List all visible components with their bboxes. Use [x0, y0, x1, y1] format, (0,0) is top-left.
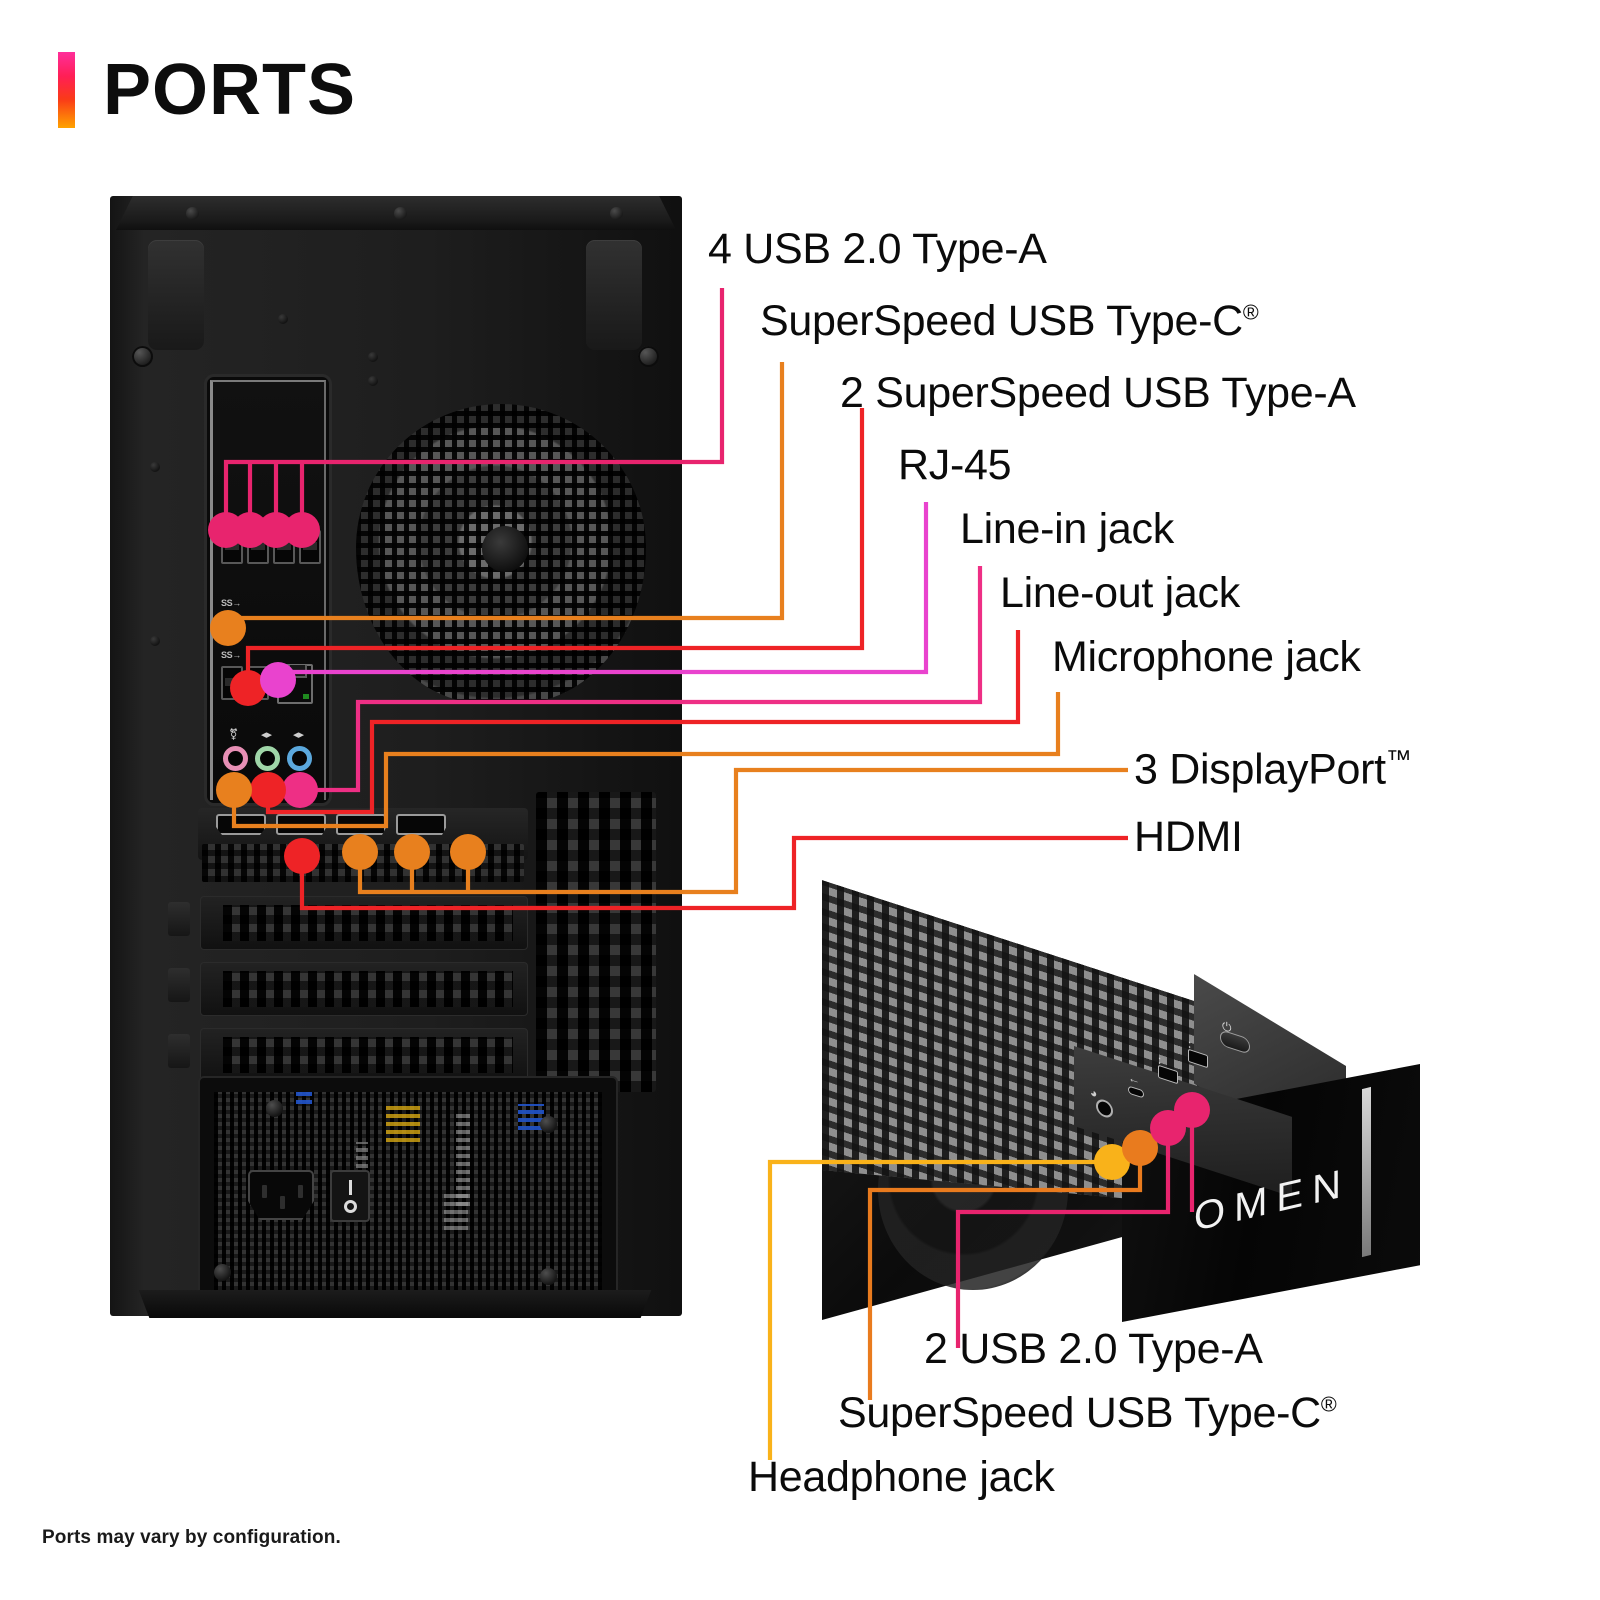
page-title: PORTS	[103, 50, 357, 130]
rj45-led-amber-icon	[281, 668, 287, 673]
headphone-icon: ◕	[1090, 1084, 1098, 1102]
displayport[interactable]	[396, 814, 446, 835]
front-tower-illustration: OMEN ◕ ← ∶ ∶ ⏻	[822, 878, 1420, 1323]
top-screw-icon	[610, 207, 623, 220]
label-hdmi: HDMI	[1134, 813, 1243, 861]
hdmi-port[interactable]	[216, 814, 266, 835]
label-micjack: Microphone jack	[1052, 633, 1361, 681]
panel-hole	[278, 314, 288, 324]
chassis-side-vent	[536, 792, 656, 1092]
rubber-pad	[586, 240, 642, 350]
superspeed-usb-type-c-port[interactable]	[221, 614, 243, 626]
panel-hole	[150, 462, 160, 472]
psu-internal-glow	[296, 1092, 312, 1104]
thumbscrew-icon	[638, 346, 659, 367]
accent-bar-icon	[58, 52, 75, 128]
psu-screw-icon	[540, 1268, 557, 1285]
microphone-jack[interactable]	[223, 746, 248, 771]
switch-on-icon	[348, 1179, 352, 1195]
label-linein: Line-in jack	[960, 505, 1174, 553]
microphone-icon: ⚧	[229, 729, 239, 741]
chassis-foot	[138, 1290, 652, 1318]
psu-internal-glow	[518, 1104, 544, 1130]
label-ssusba: 2 SuperSpeed USB Type-A	[840, 369, 1356, 417]
superspeed-usb-type-a-port[interactable]	[247, 666, 269, 700]
line-in-icon: ◂▸	[293, 729, 305, 741]
usb-2.0-type-a-port[interactable]	[247, 530, 269, 564]
usb-2.0-type-a-port[interactable]	[273, 530, 295, 564]
label-dp: 3 DisplayPort™	[1134, 745, 1412, 794]
superspeed-usb-type-a-port[interactable]	[221, 666, 243, 700]
panel-hole	[368, 376, 378, 386]
psu-screw-icon	[214, 1264, 231, 1281]
top-screw-icon	[186, 207, 199, 220]
line-out-jack[interactable]	[255, 746, 280, 771]
expansion-slot-cover	[200, 1028, 528, 1082]
rear-tower-illustration: ∶— SS→ SS→ ⚧ ◂▸ ◂▸	[110, 196, 682, 1318]
slot-rail	[168, 902, 190, 936]
label-f-usb20a: 2 USB 2.0 Type-A	[924, 1325, 1263, 1373]
psu-internal-glow	[456, 1110, 470, 1206]
line-out-icon: ◂▸	[261, 729, 273, 741]
slot-rail	[168, 968, 190, 1002]
psu-screw-icon	[540, 1116, 557, 1133]
psu-internal-glow	[444, 1190, 468, 1230]
fan-hub	[482, 526, 528, 572]
rubber-pad	[148, 240, 204, 350]
label-lineout: Line-out jack	[1000, 569, 1240, 617]
expansion-slot-cover	[200, 962, 528, 1016]
line-in-jack[interactable]	[287, 746, 312, 771]
label-ssusbc: SuperSpeed USB Type-C®	[760, 297, 1259, 345]
expansion-slot-cover	[200, 896, 528, 950]
label-f-headphone: Headphone jack	[748, 1453, 1055, 1501]
superspeed-label-icon: SS→	[221, 598, 241, 608]
usb-trident-icon: ∶—	[257, 514, 271, 526]
superspeed-label-icon: SS→	[221, 650, 241, 660]
rj45-led-green-icon	[303, 694, 309, 699]
psu-screw-icon	[266, 1100, 283, 1117]
psu-power-switch[interactable]	[330, 1170, 370, 1222]
slot-rail	[168, 1034, 190, 1068]
power-connector-iec-c14[interactable]	[248, 1170, 314, 1220]
thumbscrew-icon	[132, 346, 153, 367]
gpu-vent	[202, 844, 524, 882]
front-light-strip	[1362, 1086, 1371, 1258]
label-rj45: RJ-45	[898, 441, 1012, 489]
page-header: PORTS	[58, 52, 356, 128]
switch-off-icon	[343, 1199, 357, 1213]
psu-internal-glow	[386, 1104, 420, 1142]
displayport[interactable]	[336, 814, 386, 835]
usb-2.0-type-a-port[interactable]	[221, 530, 243, 564]
displayport[interactable]	[276, 814, 326, 835]
usb-2.0-type-a-port[interactable]	[299, 530, 321, 564]
rj-45-ethernet-port[interactable]	[277, 664, 313, 704]
panel-hole	[150, 636, 160, 646]
panel-hole	[368, 352, 378, 362]
power-supply-unit	[198, 1076, 618, 1306]
footnote: Ports may vary by configuration.	[42, 1527, 341, 1548]
label-usb20a: 4 USB 2.0 Type-A	[708, 225, 1047, 273]
label-f-ssusbc: SuperSpeed USB Type-C®	[838, 1389, 1337, 1437]
top-screw-icon	[394, 207, 407, 220]
io-shield-plate: ∶— SS→ SS→ ⚧ ◂▸ ◂▸	[210, 380, 326, 800]
